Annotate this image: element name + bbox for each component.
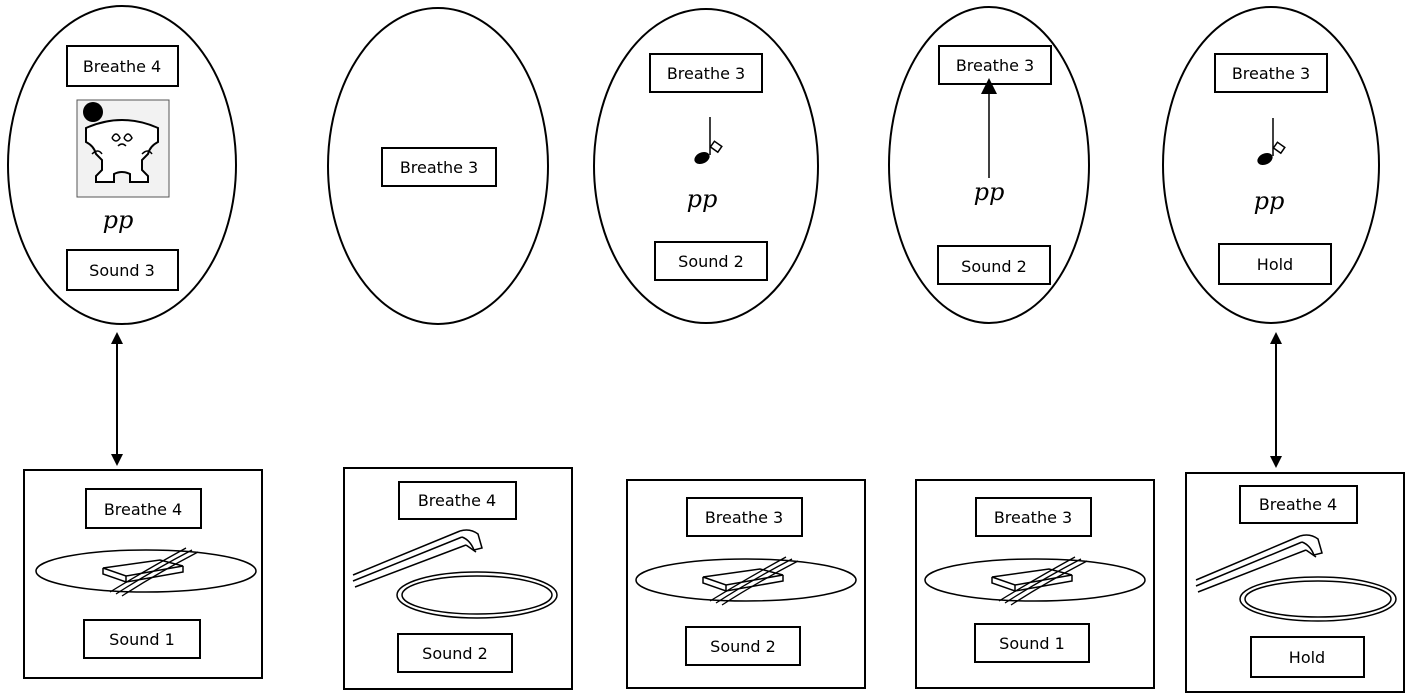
breathe-label: Breathe 4	[1259, 495, 1337, 514]
bow-and-string-icon	[352, 529, 558, 619]
box-3: Breathe 3 Sound 2	[626, 479, 866, 689]
label-box: Sound 1	[83, 619, 201, 659]
oval-5: Breathe 3 pp Hold	[1162, 6, 1380, 324]
label-box: Breathe 3	[686, 497, 803, 537]
label-box: Sound 2	[685, 626, 801, 666]
label-box: Breathe 3	[381, 147, 497, 187]
box-1: Breathe 4 Sound 1	[23, 469, 263, 679]
label-box: Sound 2	[397, 633, 513, 673]
sound-label: Sound 2	[422, 644, 488, 663]
string-over-bridge-icon	[35, 547, 257, 597]
label-box: Breathe 3	[1214, 53, 1328, 93]
breathe-label: Breathe 3	[667, 64, 745, 83]
breathe-label: Breathe 4	[418, 491, 496, 510]
oval-4: Breathe 3 pp Sound 2	[888, 6, 1090, 324]
sound-label: Sound 1	[109, 630, 175, 649]
string-over-bridge-icon	[924, 556, 1146, 606]
up-arrow-icon	[981, 78, 997, 178]
label-box: Sound 3	[66, 249, 179, 291]
breathe-label: Breathe 3	[994, 508, 1072, 527]
label-box: Hold	[1218, 243, 1332, 285]
oval-2: Breathe 3	[327, 7, 549, 325]
hold-label: Hold	[1257, 255, 1293, 274]
breathe-label: Breathe 3	[400, 158, 478, 177]
box-5: Breathe 4 Hold	[1185, 472, 1405, 693]
sound-label: Sound 2	[710, 637, 776, 656]
oval-1: Breathe 4 pp Sound 3	[7, 5, 237, 325]
label-box: Sound 2	[654, 241, 768, 281]
label-box: Breathe 4	[1239, 485, 1358, 524]
sound-label: Sound 2	[678, 252, 744, 271]
label-box: Hold	[1250, 636, 1365, 678]
box-2: Breathe 4 Sound 2	[343, 467, 573, 690]
label-box: Breathe 3	[649, 53, 763, 93]
bow-and-string-icon	[1195, 534, 1397, 622]
note-icon	[694, 117, 723, 165]
label-box: Breathe 4	[85, 488, 202, 529]
dynamic-marking: pp	[103, 206, 134, 234]
sound-label: Sound 3	[89, 261, 155, 280]
oval-3: Breathe 3 pp Sound 2	[593, 8, 819, 324]
box-4: Breathe 3 Sound 1	[915, 479, 1155, 689]
dynamic-marking: pp	[687, 185, 718, 213]
label-box: Sound 2	[937, 245, 1051, 285]
sound-label: Sound 1	[999, 634, 1065, 653]
label-box: Breathe 3	[938, 45, 1052, 85]
label-box: Breathe 4	[66, 45, 179, 87]
breathe-label: Breathe 3	[705, 508, 783, 527]
breathe-label: Breathe 3	[956, 56, 1034, 75]
label-box: Sound 1	[974, 623, 1090, 663]
dynamic-marking: pp	[1254, 187, 1285, 215]
breathe-label: Breathe 3	[1232, 64, 1310, 83]
label-box: Breathe 4	[398, 481, 517, 520]
hold-label: Hold	[1289, 648, 1325, 667]
breathe-label: Breathe 4	[83, 57, 161, 76]
string-over-bridge-icon	[635, 556, 857, 606]
dynamic-marking: pp	[974, 178, 1005, 206]
note-icon	[1257, 118, 1286, 166]
breathe-label: Breathe 4	[104, 500, 182, 519]
violin-bridge-icon	[76, 99, 170, 198]
sound-label: Sound 2	[961, 257, 1027, 276]
label-box: Breathe 3	[975, 497, 1092, 537]
